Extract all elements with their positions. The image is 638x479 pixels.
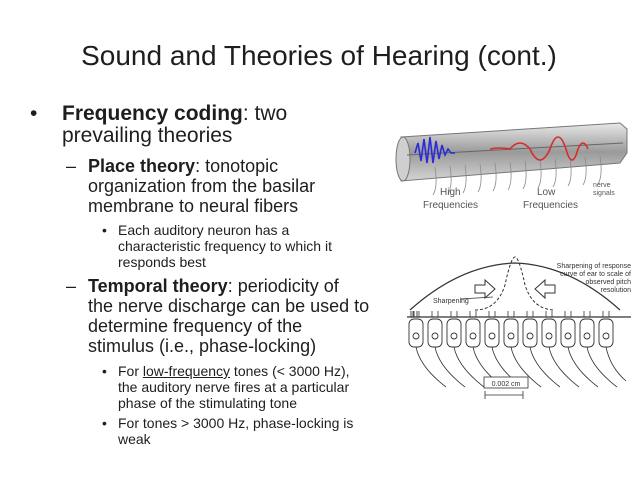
arrow-right bbox=[474, 278, 496, 300]
cochlea-shape bbox=[400, 122, 628, 182]
label-high: High bbox=[440, 187, 461, 198]
sub-bullet-dot: • bbox=[102, 222, 107, 238]
broad-response-curve bbox=[409, 262, 621, 311]
caption-line1: Sharpening of response bbox=[557, 263, 631, 270]
temporal-theory-line4: stimulus (i.e., phase-locking) bbox=[88, 336, 317, 356]
dash-marker: – bbox=[66, 276, 77, 296]
label-high-frequencies: Frequencies bbox=[423, 200, 478, 211]
frequency-coding-line1: Frequency coding: two bbox=[62, 103, 287, 125]
place-theory-rest: : tonotopic bbox=[195, 156, 279, 176]
place-sub-line2: characteristic frequency to which it bbox=[118, 238, 332, 254]
caption-line4: resolution bbox=[601, 287, 631, 294]
temporal-theory-term: Temporal theory bbox=[88, 276, 228, 296]
slide-title: Sound and Theories of Hearing (cont.) bbox=[81, 40, 557, 71]
place-theory-line2: organization from the basilar bbox=[88, 176, 316, 196]
temporal-theory-rest: : periodicity of bbox=[227, 276, 339, 296]
cochlea-base bbox=[395, 136, 411, 182]
sub-bullet-dot: • bbox=[102, 363, 107, 379]
temporal-sub1-pre: For bbox=[118, 363, 143, 379]
label-nerve: nerve bbox=[593, 182, 611, 189]
hair-cells bbox=[408, 311, 614, 348]
caption-line2: curve of ear to scale of bbox=[560, 271, 631, 278]
sub-bullet-dot: • bbox=[102, 415, 107, 431]
temporal-sub1-rest: tones (< 3000 Hz), bbox=[230, 363, 350, 379]
dash-marker: – bbox=[66, 156, 77, 176]
place-theory-term: Place theory bbox=[88, 156, 196, 176]
temporal-theory-line2: the nerve discharge can be used to bbox=[88, 296, 370, 316]
nerve-endings bbox=[415, 346, 627, 388]
temporal-sub2-line1: For tones > 3000 Hz, phase-locking is bbox=[118, 415, 354, 431]
place-theory-line1: Place theory: tonotopic bbox=[88, 156, 278, 176]
low-frequency-wave bbox=[489, 136, 589, 161]
label-signals: signals bbox=[593, 190, 615, 197]
cochlea-figure: High Frequencies Low Frequencies nerve s… bbox=[395, 122, 628, 211]
nerve-fibers bbox=[432, 155, 602, 196]
place-sub-line1: Each auditory neuron has a bbox=[118, 222, 290, 238]
bullet-dot: • bbox=[30, 102, 38, 125]
label-low: Low bbox=[537, 187, 556, 198]
frequency-coding-line2: prevailing theories bbox=[62, 124, 233, 147]
temporal-theory-line3: determine frequency of the bbox=[88, 316, 303, 336]
temporal-sub2-line2: weak bbox=[118, 431, 151, 447]
caption-line3: observed pitch bbox=[585, 279, 631, 286]
frequency-coding-term: Frequency coding bbox=[62, 102, 243, 125]
stereocilia bbox=[412, 311, 610, 317]
sharp-response-curve bbox=[474, 256, 556, 311]
temporal-sub1-line2: the auditory nerve fires at a particular bbox=[118, 379, 350, 395]
place-sub-line3: responds best bbox=[118, 254, 206, 270]
high-frequency-wave bbox=[414, 136, 455, 164]
basilar-membrane bbox=[406, 142, 624, 156]
label-sharpening: Sharpening bbox=[433, 298, 469, 305]
frequency-coding-rest: : two bbox=[242, 102, 288, 125]
scale-label-box bbox=[483, 376, 529, 389]
arrow-left bbox=[534, 278, 556, 300]
label-low-frequencies: Frequencies bbox=[523, 200, 578, 211]
place-theory-line3: membrane to neural fibers bbox=[88, 196, 299, 216]
hair-cell-figure: Sharpening Sharpening of response curve … bbox=[407, 256, 631, 399]
scale-label: 0.002 cm bbox=[492, 381, 521, 388]
temporal-sub1-line3: phase of the stimulating tone bbox=[118, 395, 298, 411]
temporal-sub1-line1: For low-frequency tones (< 3000 Hz), bbox=[118, 363, 350, 379]
temporal-theory-line1: Temporal theory: periodicity of bbox=[88, 276, 339, 296]
sharpening-leader bbox=[459, 296, 494, 300]
low-frequency-term: low-frequency bbox=[142, 363, 231, 379]
